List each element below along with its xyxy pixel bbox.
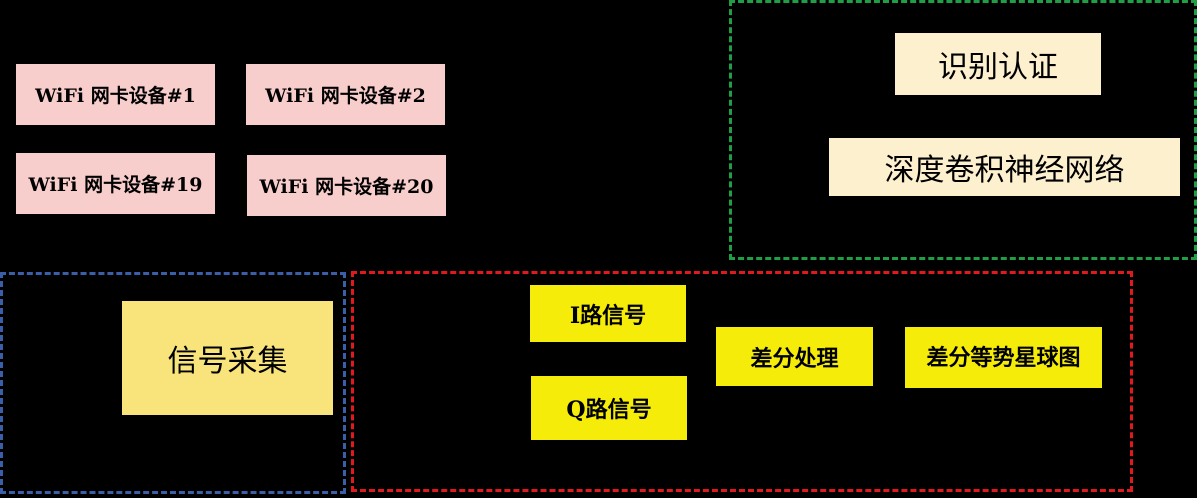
- processing-group-frame: [351, 271, 1133, 492]
- recognition-auth-box: 识别认证: [895, 33, 1101, 95]
- wifi-device-19: WiFi 网卡设备#19: [16, 153, 215, 214]
- constellation-box: 差分等势星球图: [905, 327, 1102, 388]
- wifi-device-20: WiFi 网卡设备#20: [247, 155, 446, 216]
- cnn-box: 深度卷积神经网络: [829, 138, 1180, 196]
- wifi-device-2: WiFi 网卡设备#2: [246, 64, 445, 125]
- wifi-device-1: WiFi 网卡设备#1: [16, 64, 215, 125]
- q-signal-box: Q路信号: [531, 376, 687, 440]
- i-signal-box: I路信号: [530, 285, 686, 342]
- recognition-group-frame: [729, 0, 1197, 260]
- signal-collection-box: 信号采集: [122, 301, 333, 415]
- collection-group-frame: [0, 272, 346, 494]
- diff-process-box: 差分处理: [716, 327, 873, 386]
